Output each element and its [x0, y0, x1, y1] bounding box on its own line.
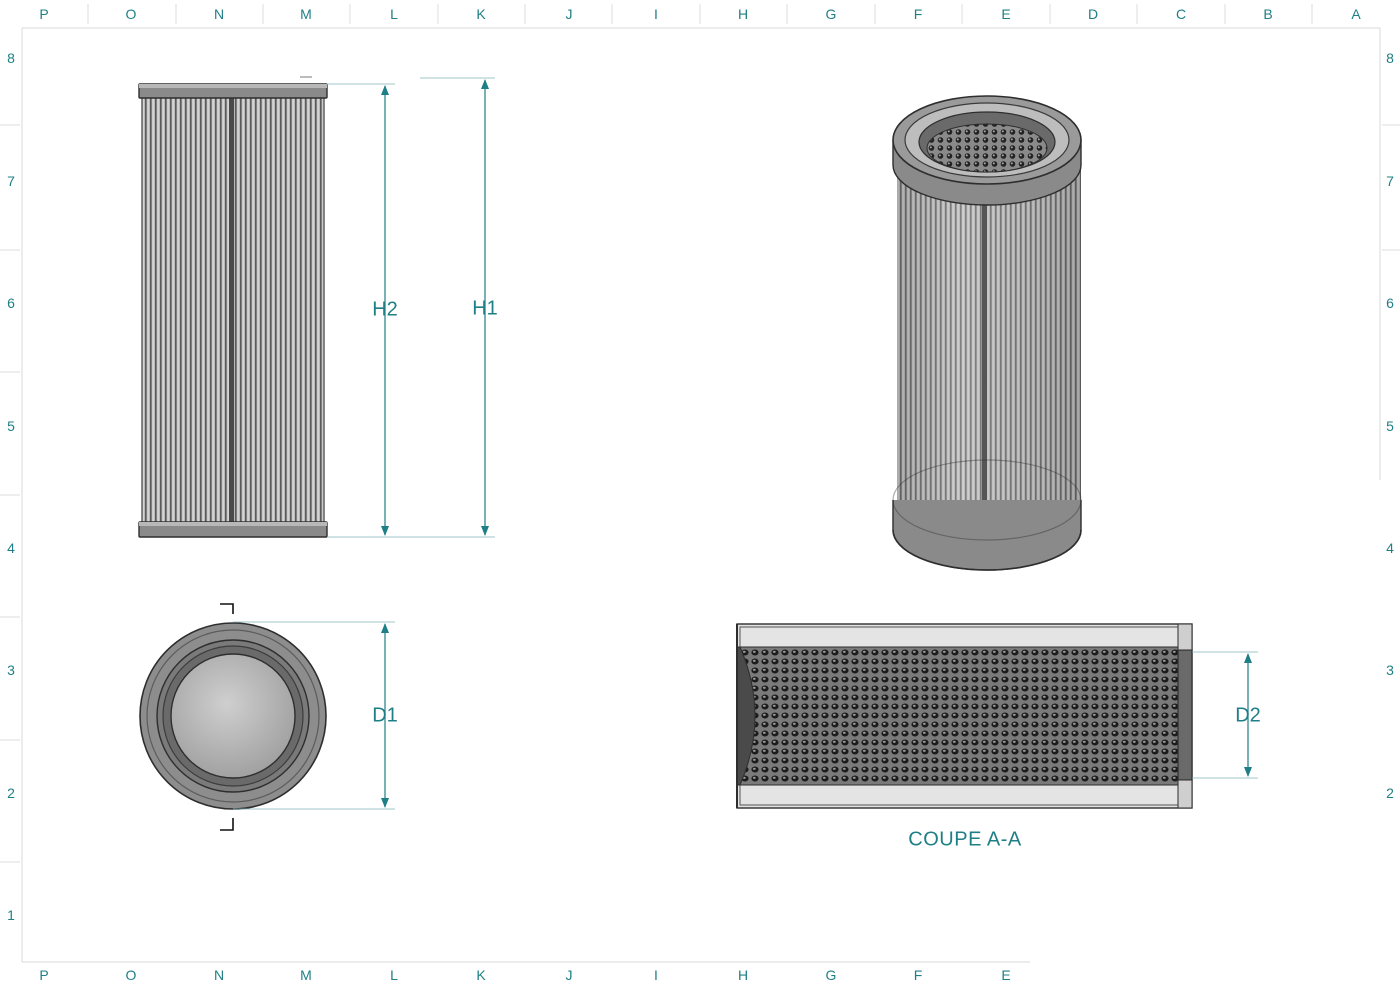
section-top-wall [739, 626, 1179, 648]
bottom-letter-o: O [125, 967, 137, 983]
left-number-6: 6 [7, 295, 15, 311]
top-letter-e: E [1001, 6, 1011, 22]
dimension-d2 [1192, 651, 1258, 779]
bottom-letter-l: L [390, 967, 398, 983]
top-letter-g: G [825, 6, 837, 22]
bottom-letter-j: J [565, 967, 573, 983]
right-number-5: 5 [1386, 418, 1394, 434]
top-view [139, 622, 327, 810]
top-letter-b: B [1263, 6, 1273, 22]
right-number-2: 2 [1386, 785, 1394, 801]
top-letter-h: H [737, 6, 749, 22]
bottom-letter-f: F [913, 967, 923, 983]
section-perforated-tube [739, 646, 1179, 786]
right-number-8: 8 [1386, 50, 1394, 66]
top-letter-k: K [476, 6, 486, 22]
front-view-seam [229, 97, 234, 523]
top-letter-i: I [654, 6, 658, 22]
top-letter-p: P [39, 6, 49, 22]
bottom-letter-m: M [300, 967, 312, 983]
bottom-letter-n: N [213, 967, 225, 983]
top-letter-a: A [1351, 6, 1361, 22]
front-view [138, 76, 328, 538]
section-caption: COUPE A-A [908, 828, 1022, 851]
bottom-letter-i: I [654, 967, 658, 983]
left-number-3: 3 [7, 662, 15, 678]
top-letter-l: L [390, 6, 398, 22]
section-a-a-view [736, 623, 1193, 809]
top-letter-o: O [125, 6, 137, 22]
left-number-4: 4 [7, 540, 15, 556]
right-number-3: 3 [1386, 662, 1394, 678]
left-number-8: 8 [7, 50, 15, 66]
bottom-letter-g: G [825, 967, 837, 983]
left-number-7: 7 [7, 173, 15, 189]
section-marker-a [220, 603, 234, 831]
dimension-label-d2: D2 [1235, 704, 1261, 727]
right-number-6: 6 [1386, 295, 1394, 311]
top-view-inner-cap [170, 653, 296, 779]
dimension-h2 [327, 83, 495, 538]
top-letter-f: F [913, 6, 923, 22]
isometric-view [892, 95, 1082, 571]
left-number-5: 5 [7, 418, 15, 434]
dimension-h1 [420, 77, 495, 536]
top-letter-m: M [300, 6, 312, 22]
bottom-letter-p: P [39, 967, 49, 983]
left-number-2: 2 [7, 785, 15, 801]
bottom-letter-k: K [476, 967, 486, 983]
drawing-border [21, 27, 1381, 963]
left-number-1: 1 [7, 907, 15, 923]
top-letter-n: N [213, 6, 225, 22]
section-bottom-wall [739, 784, 1179, 806]
dimension-label-h1: H1 [472, 297, 498, 320]
bottom-letter-h: H [737, 967, 749, 983]
top-letter-d: D [1087, 6, 1099, 22]
right-number-7: 7 [1386, 173, 1394, 189]
dimension-d1 [233, 621, 395, 810]
border-ticks [0, 4, 1400, 863]
right-number-4: 4 [1386, 540, 1394, 556]
dimension-label-h2: H2 [372, 298, 398, 321]
top-letter-c: C [1175, 6, 1187, 22]
isometric-perforated-core [926, 123, 1048, 173]
dimension-label-d1: D1 [372, 704, 398, 727]
bottom-letter-e: E [1001, 967, 1011, 983]
top-letter-j: J [565, 6, 573, 22]
